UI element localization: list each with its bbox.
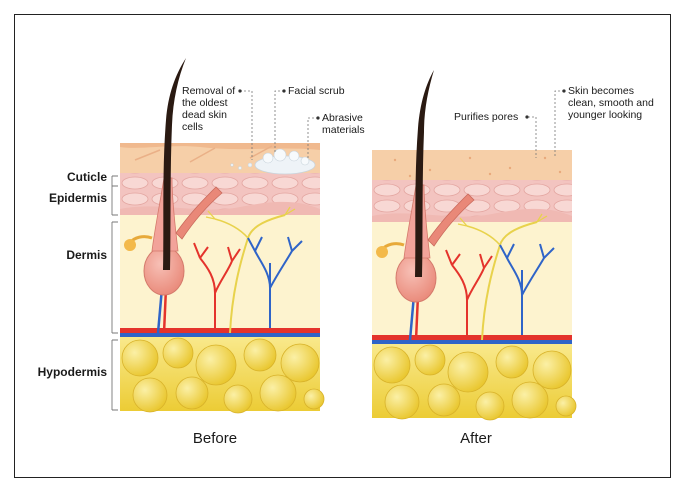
note-removal-2: the oldest <box>182 97 228 109</box>
note-removal-3: dead skin <box>182 109 227 121</box>
note-removal-1: Removal of <box>182 85 235 97</box>
label-epidermis: Epidermis <box>49 191 107 205</box>
note-result-1: Skin becomes <box>568 85 634 97</box>
note-result-2: clean, smooth and <box>568 97 654 109</box>
note-result-3: younger looking <box>568 109 642 121</box>
after-annotations: Purifies pores Skin becomes clean, smoot… <box>454 85 654 158</box>
label-hypodermis: Hypodermis <box>38 365 108 379</box>
note-facial-scrub: Facial scrub <box>288 85 345 97</box>
note-removal-4: cells <box>182 121 203 133</box>
label-cuticle: Cuticle <box>67 170 107 184</box>
caption-before: Before <box>193 430 237 447</box>
before-skin-block <box>120 143 324 413</box>
after-skin-block <box>372 150 576 420</box>
note-abrasive-1: Abrasive <box>322 112 363 124</box>
caption-after: After <box>460 430 492 447</box>
note-purifies-pores: Purifies pores <box>454 111 518 123</box>
label-dermis: Dermis <box>66 248 107 262</box>
note-abrasive-2: materials <box>322 124 365 136</box>
layer-bracket <box>112 176 118 410</box>
